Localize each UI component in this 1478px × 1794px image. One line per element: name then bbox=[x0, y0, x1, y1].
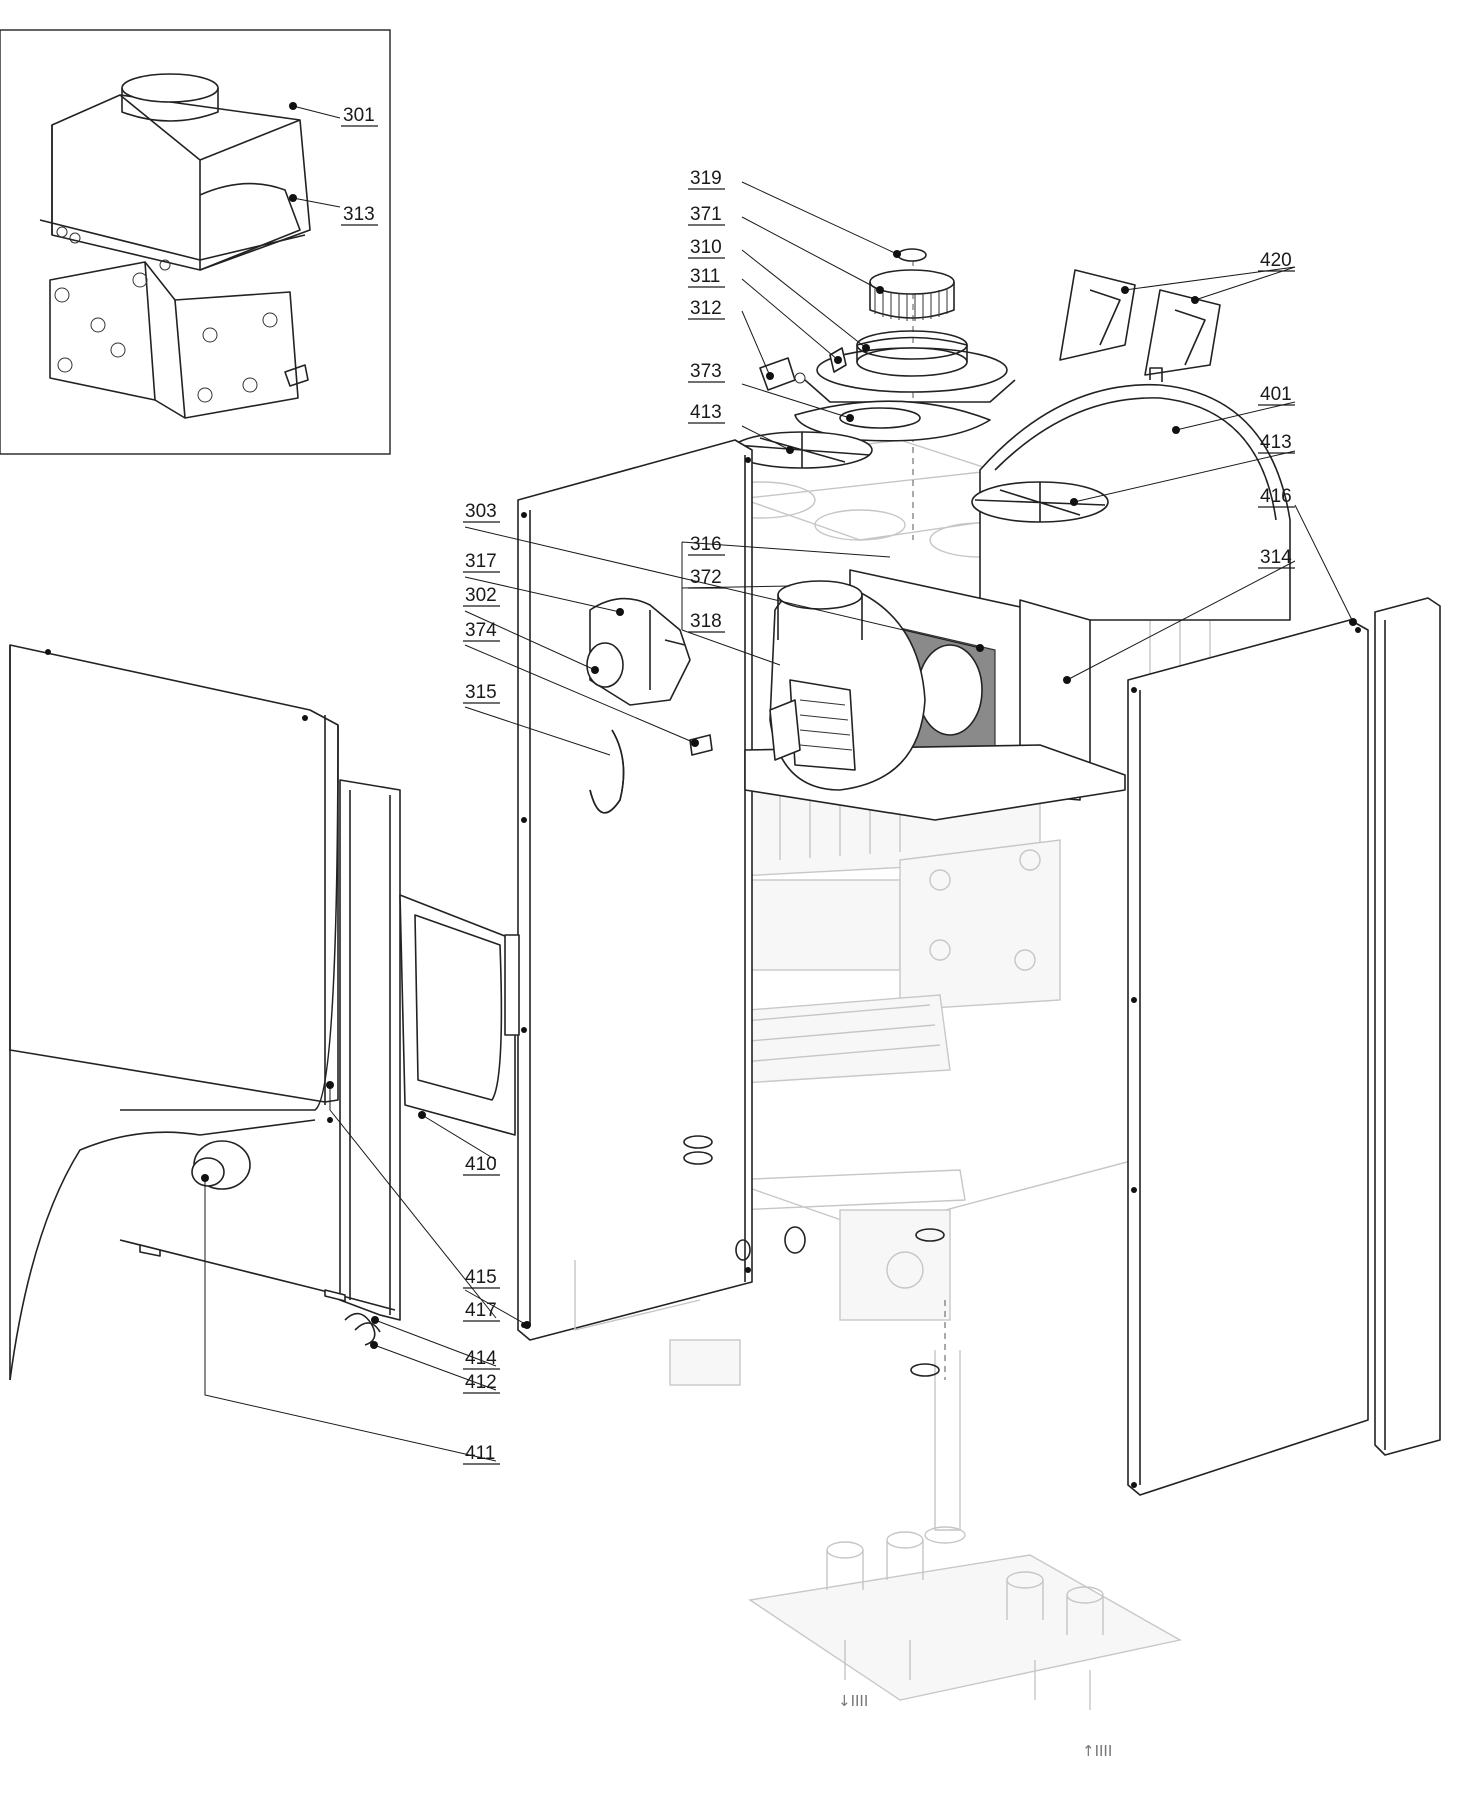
connection-symbols: ↓IIII ↑IIII bbox=[838, 1692, 1112, 1760]
callout-420: 420 bbox=[1260, 250, 1292, 271]
callout-411: 411 bbox=[465, 1443, 495, 1464]
fan-assembly bbox=[586, 569, 1126, 821]
callout-415: 415 bbox=[465, 1267, 497, 1288]
callout-dots bbox=[201, 102, 1357, 1349]
callout-315: 315 bbox=[465, 682, 497, 703]
sight-glass-part bbox=[971, 481, 1109, 523]
callout-labels: 301 313 319 371 310 311 312 373 413 420 … bbox=[341, 105, 1295, 1465]
callout-373: 373 bbox=[690, 361, 722, 382]
seal-rings bbox=[683, 1135, 945, 1377]
callout-303: 303 bbox=[465, 501, 497, 522]
callout-371: 371 bbox=[690, 204, 722, 225]
callout-413-top-left: 413 bbox=[690, 402, 722, 423]
front-knob bbox=[191, 1140, 251, 1190]
callout-312: 312 bbox=[690, 298, 722, 319]
callout-316: 316 bbox=[690, 534, 722, 555]
callout-302: 302 bbox=[465, 585, 497, 606]
callout-412: 412 bbox=[465, 1372, 497, 1393]
connection-symbol: ↑IIII bbox=[1082, 1742, 1112, 1760]
callout-414: 414 bbox=[465, 1348, 497, 1369]
callout-314: 314 bbox=[1260, 547, 1292, 568]
callout-319: 319 bbox=[690, 168, 722, 189]
callout-318: 318 bbox=[690, 611, 722, 632]
clip-parts bbox=[344, 1312, 381, 1346]
expansion-vessel bbox=[979, 367, 1291, 621]
callout-leaders bbox=[204, 105, 1354, 1462]
callout-413-right: 413 bbox=[1260, 432, 1292, 453]
flue-adapter-parts bbox=[731, 248, 1016, 469]
inset-detail-panel bbox=[0, 29, 391, 455]
callout-416: 416 bbox=[1260, 486, 1292, 507]
callout-313: 313 bbox=[343, 204, 375, 225]
front-panel bbox=[9, 644, 339, 1381]
callout-310: 310 bbox=[690, 237, 722, 258]
callout-410: 410 bbox=[465, 1154, 497, 1175]
callout-301: 301 bbox=[343, 105, 375, 126]
callout-317: 317 bbox=[465, 551, 497, 572]
connection-symbol: ↓IIII bbox=[838, 1692, 868, 1710]
callout-401: 401 bbox=[1260, 384, 1292, 405]
bracket-parts bbox=[1059, 269, 1221, 376]
callout-372: 372 bbox=[690, 567, 722, 588]
callout-374: 374 bbox=[465, 620, 497, 641]
callout-417: 417 bbox=[465, 1300, 497, 1321]
callout-311: 311 bbox=[690, 266, 720, 287]
right-side-panel bbox=[1127, 597, 1441, 1496]
front-frame bbox=[119, 779, 520, 1321]
